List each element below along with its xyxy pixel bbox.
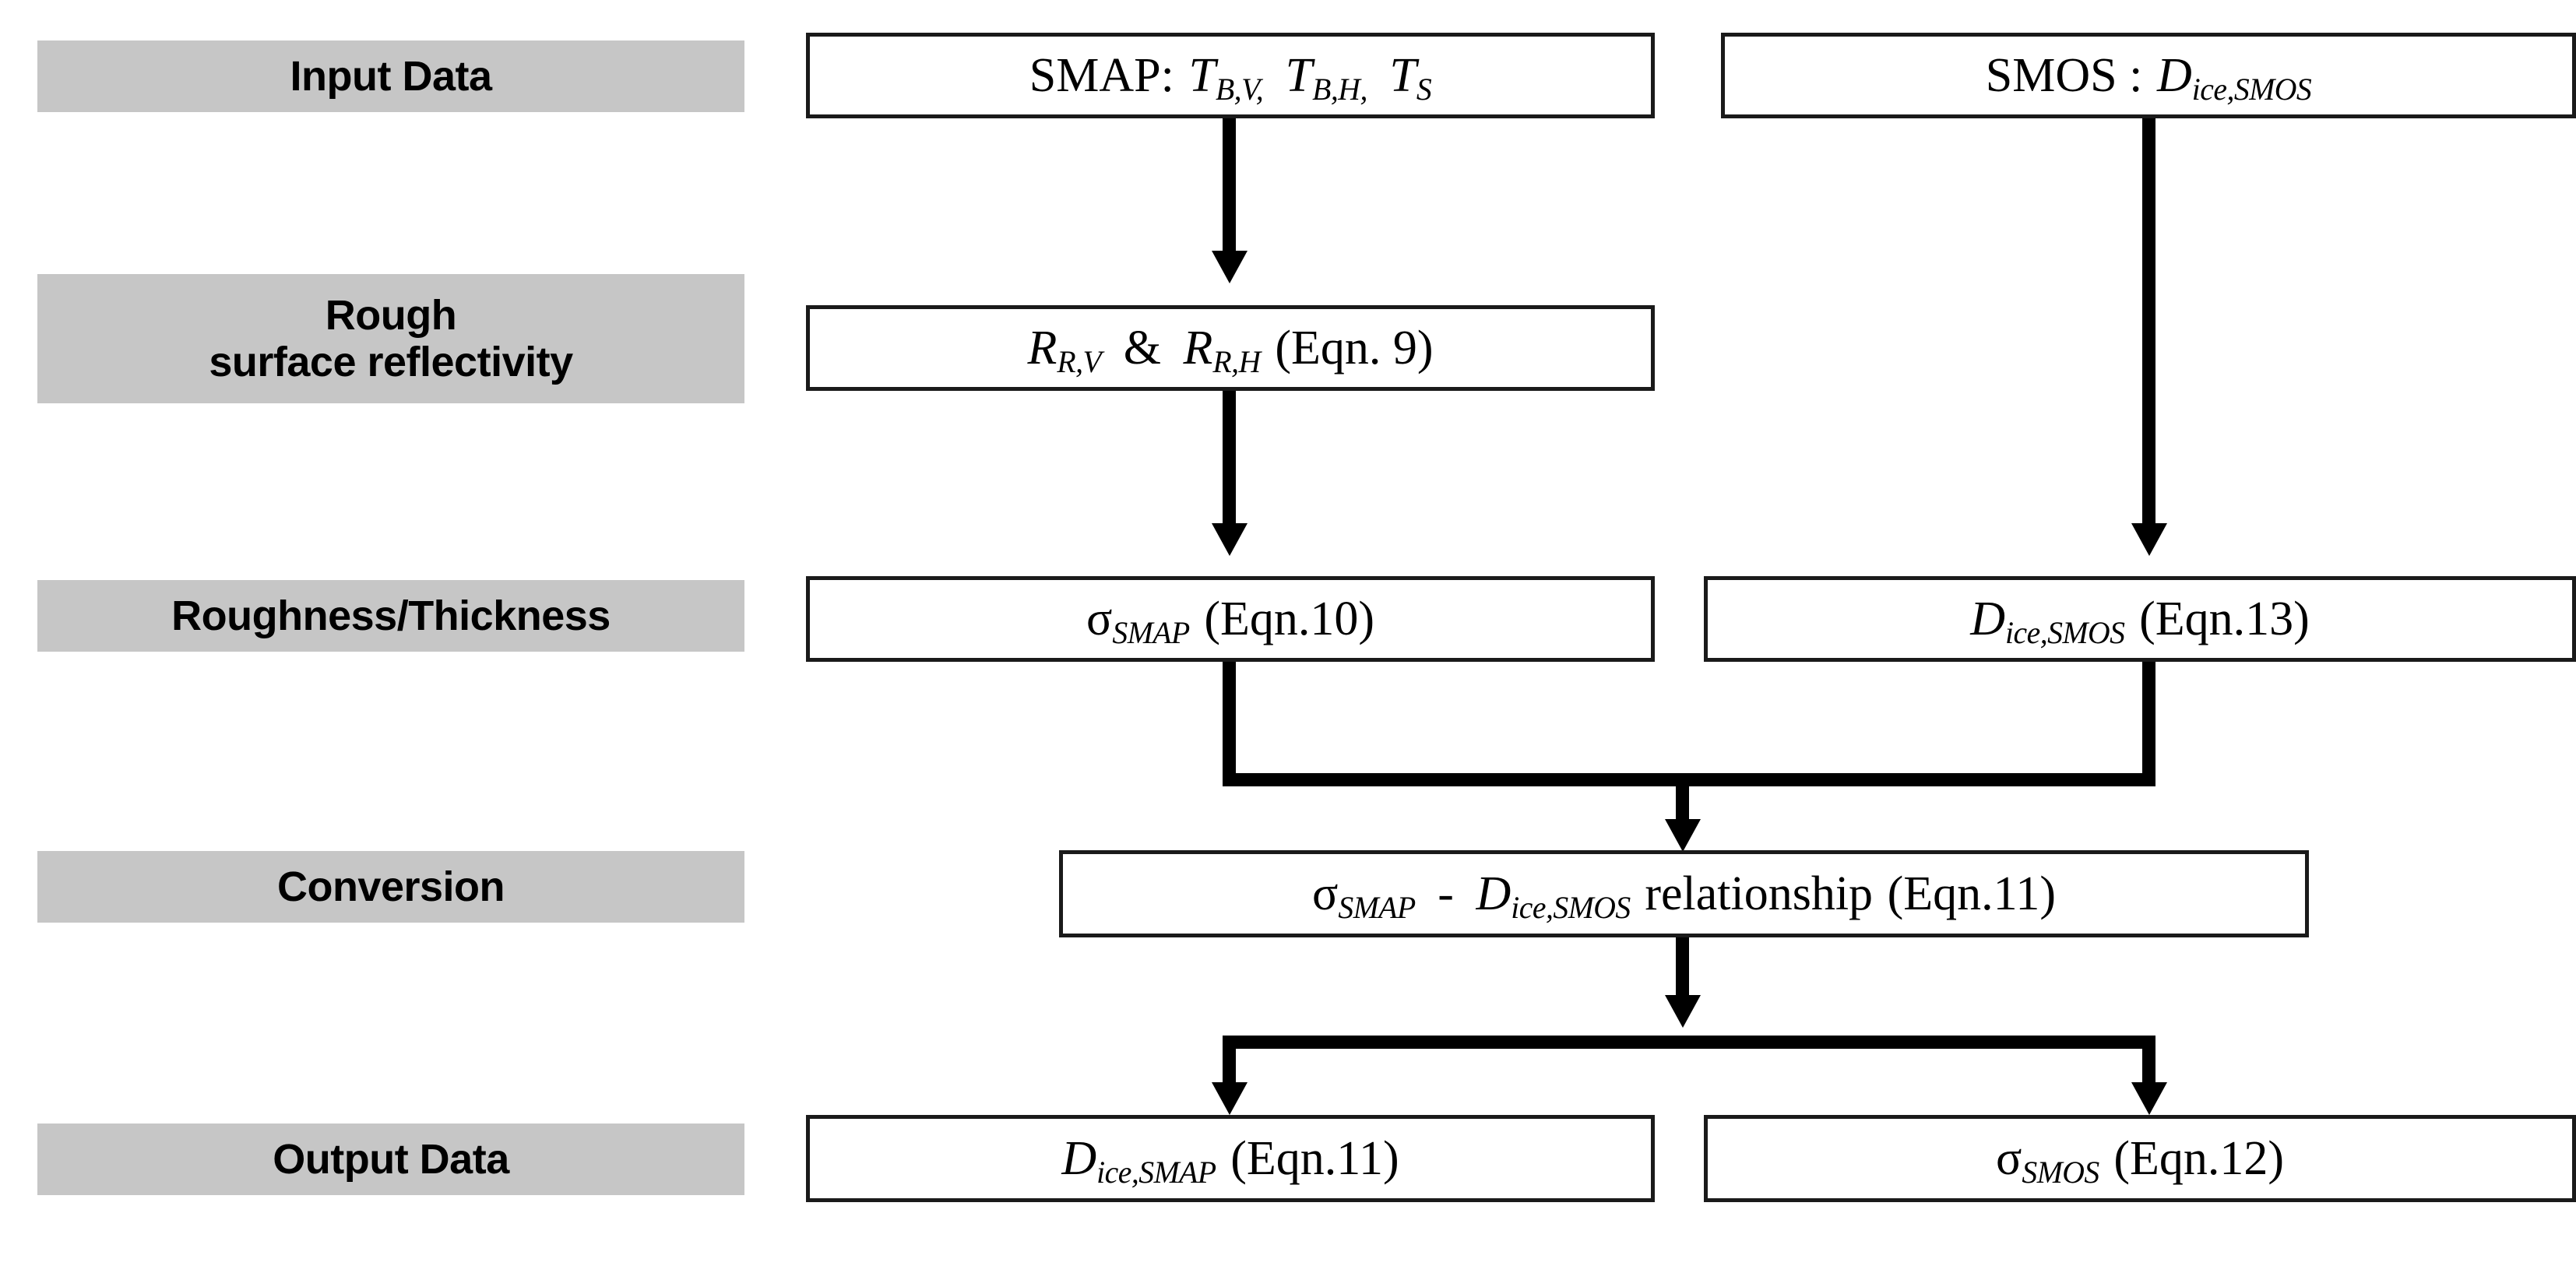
stage-label-output-data-text: Output Data [273, 1135, 509, 1183]
dice-smap-var-sub: ice,SMAP [1096, 1155, 1216, 1190]
stage-label-roughness-thickness: Roughness/Thickness [37, 580, 744, 652]
stage-label-roughness-thickness-text: Roughness/Thickness [171, 592, 611, 639]
sigma-smap-var: σ [1086, 592, 1113, 645]
smos-prefix: SMOS : [1985, 48, 2143, 102]
reflectivity-var-1-sub: R,V [1057, 345, 1102, 380]
connector-smap-to-reflectivity-arrowhead [1212, 251, 1248, 283]
connector-smos-to-dice-line [2142, 118, 2155, 529]
relationship-word: relationship [1645, 867, 1874, 920]
dice-smos-var-sub: ice,SMOS [2004, 616, 2125, 651]
connector-split-left-stub [1223, 1049, 1236, 1088]
connector-merge-right-stub [2142, 662, 2155, 786]
stage-label-rough-line1: Rough [325, 291, 457, 339]
smap-var-2-sub: B,H, [1312, 72, 1367, 107]
smap-prefix: SMAP: [1029, 48, 1174, 102]
relationship-dash: - [1438, 867, 1454, 920]
dice-smos-eqn: (Eqn.13) [2139, 592, 2310, 645]
connector-reflectivity-to-sigma-arrowhead [1212, 523, 1248, 556]
smap-var-2: T [1285, 48, 1313, 102]
connector-merge-left-stub [1223, 662, 1236, 786]
reflectivity-var-2: R [1183, 321, 1213, 375]
connector-split-drop-line [1676, 937, 1689, 1001]
stage-label-rough-line2: surface reflectivity [209, 339, 573, 385]
connector-reflectivity-to-sigma-line [1223, 391, 1236, 529]
connector-smap-to-reflectivity-line [1223, 118, 1236, 257]
dice-smap-var: D [1061, 1131, 1097, 1185]
connector-smos-to-dice-arrowhead [2131, 523, 2167, 556]
relationship-var-1-sub: SMAP [1338, 891, 1416, 926]
smos-var-1-sub: ice,SMOS [2191, 72, 2312, 107]
stage-label-conversion: Conversion [37, 851, 744, 923]
smap-var-3-sub: S [1416, 72, 1432, 107]
relationship-eqn: (Eqn.11) [1887, 867, 2057, 920]
sigma-smap-eqn: (Eqn.10) [1204, 592, 1375, 645]
reflectivity-var-2-sub: R,H [1212, 345, 1261, 380]
relationship-var-2: D [1476, 867, 1511, 920]
stage-label-rough-surface-reflectivity: Rough surface reflectivity [37, 274, 744, 403]
reflectivity-var-1: R [1027, 321, 1057, 375]
smap-var-1: T [1188, 48, 1216, 102]
connector-merge-arrowhead [1665, 819, 1701, 852]
sigma-smos-var-sub: SMOS [2022, 1155, 2099, 1190]
connector-split-right-arrowhead [2131, 1082, 2167, 1115]
dice-smap-eqn: (Eqn.11) [1230, 1131, 1399, 1185]
connector-merge-drop-line [1676, 786, 1689, 827]
connector-merge-bar [1223, 773, 2155, 786]
relationship-var-2-sub: ice,SMOS [1511, 891, 1631, 926]
smap-var-3: T [1389, 48, 1416, 102]
connector-split-right-stub [2142, 1049, 2155, 1088]
reflectivity-ampersand: & [1123, 321, 1162, 375]
smap-var-1-sub: B,V, [1215, 72, 1264, 107]
stage-label-output-data: Output Data [37, 1124, 744, 1195]
stage-label-conversion-text: Conversion [276, 863, 505, 910]
stage-label-input-data: Input Data [37, 40, 744, 112]
dice-smos-var: D [1970, 592, 2005, 645]
connector-split-left-arrowhead [1212, 1082, 1248, 1115]
sigma-smap-var-sub: SMAP [1112, 616, 1190, 651]
stage-label-input-data-text: Input Data [290, 52, 493, 100]
connector-split-bar [1223, 1036, 2155, 1049]
reflectivity-eqn: (Eqn. 9) [1275, 321, 1434, 375]
relationship-var-1: σ [1311, 867, 1339, 920]
connector-split-arrowhead [1665, 995, 1701, 1028]
sigma-smos-eqn: (Eqn.12) [2113, 1131, 2285, 1185]
smos-var-1: D [2156, 48, 2192, 102]
sigma-smos-var: σ [1995, 1131, 2022, 1185]
